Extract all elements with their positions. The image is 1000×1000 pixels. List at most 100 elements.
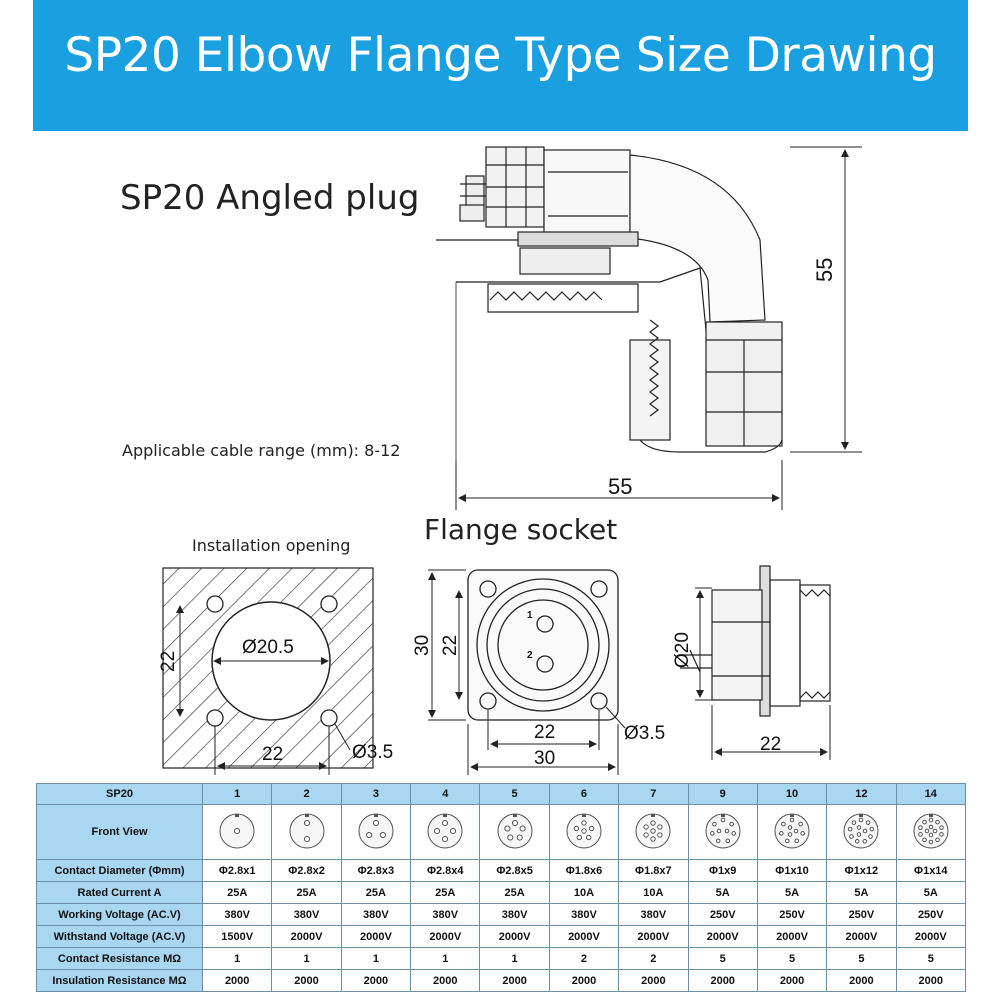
pin-hole xyxy=(848,826,853,831)
pin-hole xyxy=(643,831,650,838)
cable-range-label: Applicable cable range (mm): 8-12 xyxy=(122,441,401,460)
table-header-cell: 10 xyxy=(756,783,828,805)
pin-layout-key xyxy=(235,813,240,817)
pin-layout-2-icon xyxy=(289,813,325,848)
pin-hole xyxy=(650,819,656,826)
plug-height-dim: 55 xyxy=(812,257,837,282)
pin-hole xyxy=(586,834,592,840)
pin-hole xyxy=(855,838,860,844)
table-cell: 1 xyxy=(410,947,481,970)
pin-hole xyxy=(922,819,927,824)
table-row-front-view: Front View xyxy=(36,804,967,860)
table-row-working-voltage: Working Voltage (AC.V) 380V 380V 380V 38… xyxy=(36,903,967,926)
front-view-cell xyxy=(410,804,481,860)
table-cell: 5A xyxy=(895,881,967,904)
pin-layout-key xyxy=(790,813,795,817)
table-cell: 250V xyxy=(687,903,758,926)
table-header-cell: 1 xyxy=(201,783,273,805)
table-row-header: SP20 xyxy=(36,783,203,805)
pin-layout-5-icon xyxy=(497,813,533,848)
pin-hole xyxy=(573,825,580,831)
front-view-cell xyxy=(895,804,967,860)
table-row-contact-diameter: Contact Diameter (Φmm) Φ2.8x1 Φ2.8x2 Φ2.… xyxy=(36,859,967,882)
pin-layout-3-icon xyxy=(358,813,394,848)
table-cell: 2000 xyxy=(826,969,897,992)
pin-layout-1-icon xyxy=(219,813,255,848)
table-header-cell: 3 xyxy=(340,783,412,805)
pin-hole xyxy=(365,831,373,838)
front-view-cell xyxy=(687,804,758,860)
table-header-cell: 5 xyxy=(479,783,550,805)
table-cell: 5A xyxy=(756,881,828,904)
table-row-header: Rated Current A xyxy=(36,881,203,904)
pin-layout-key xyxy=(304,813,309,817)
pin-hole xyxy=(859,817,864,822)
pin-hole xyxy=(928,832,934,837)
flange-socket-side-drawing xyxy=(680,565,831,717)
pin-hole xyxy=(932,828,938,833)
table-cell: 25A xyxy=(410,881,481,904)
table-cell: 2000V xyxy=(618,925,689,948)
pin-layout-key xyxy=(373,813,378,817)
pin-layout-shell xyxy=(427,813,463,848)
pin-layout-key xyxy=(512,813,517,817)
table-cell: 1 xyxy=(201,947,273,970)
table-row-header: Withstand Voltage (AC.V) xyxy=(36,925,203,948)
pin-hole xyxy=(657,831,663,838)
pin-layout-14-icon xyxy=(913,813,949,848)
front-view-cell xyxy=(479,804,550,860)
pin-hole xyxy=(849,833,855,839)
pin-hole xyxy=(516,833,523,841)
flange-socket-front-drawing xyxy=(467,569,619,721)
front-view-cell xyxy=(618,804,689,860)
pin-layout-10-icon xyxy=(774,813,810,848)
front-view-cell xyxy=(340,804,412,860)
pin-hole xyxy=(928,839,934,844)
socket-outer-v-dim: 30 xyxy=(412,634,433,656)
table-cell: 2000V xyxy=(687,925,758,948)
table-cell: 2000 xyxy=(340,969,412,992)
side-diameter-dim: Ø20 xyxy=(672,632,693,668)
table-cell: 1 xyxy=(271,947,342,970)
pin-hole xyxy=(372,819,379,826)
table-cell: 2000V xyxy=(826,925,897,948)
pin-layout-shell xyxy=(289,813,325,848)
table-cell: 25A xyxy=(271,881,342,904)
table-cell: 10A xyxy=(548,881,620,904)
pin-hole xyxy=(506,833,513,841)
front-view-cell xyxy=(271,804,342,860)
table-cell: 2000 xyxy=(756,969,828,992)
table-cell: 2000 xyxy=(479,969,550,992)
table-cell: Φ2.8x2 xyxy=(271,859,342,882)
table-cell: 2000 xyxy=(548,969,620,992)
table-cell: Φ1x10 xyxy=(756,859,828,882)
pin-hole xyxy=(731,830,736,836)
front-view-cell xyxy=(548,804,620,860)
pin-hole xyxy=(503,824,511,832)
opening-diameter-dim: Ø20.5 xyxy=(242,637,294,658)
table-cell: 2000 xyxy=(618,969,689,992)
table-cell: 380V xyxy=(479,903,550,926)
angled-plug-drawing xyxy=(436,146,783,500)
pin-hole xyxy=(857,824,862,830)
pin-layout-key xyxy=(581,813,586,817)
pin-hole xyxy=(787,824,793,830)
table-cell: Φ1.8x6 xyxy=(548,859,620,882)
spec-table: SP20 1 2 3 4 5 6 7 9 10 12 14 Front View xyxy=(36,783,967,992)
table-cell: Φ1x12 xyxy=(826,859,897,882)
table-cell: 2000 xyxy=(687,969,758,992)
table-cell: 380V xyxy=(340,903,412,926)
table-header-cell: 7 xyxy=(618,783,689,805)
pin-hole xyxy=(935,819,940,824)
table-header-row: SP20 1 2 3 4 5 6 7 9 10 12 14 xyxy=(36,783,967,805)
table-cell: 5 xyxy=(687,947,758,970)
pin-hole xyxy=(650,835,656,842)
socket-inner-h-dim: 22 xyxy=(534,722,556,743)
table-cell: 250V xyxy=(756,903,828,926)
pin-hole xyxy=(588,825,595,831)
pin-hole xyxy=(709,830,715,836)
pin-layout-shell xyxy=(497,813,533,848)
pin-layout-key xyxy=(928,813,933,817)
pin-layout-9-icon xyxy=(705,813,741,848)
